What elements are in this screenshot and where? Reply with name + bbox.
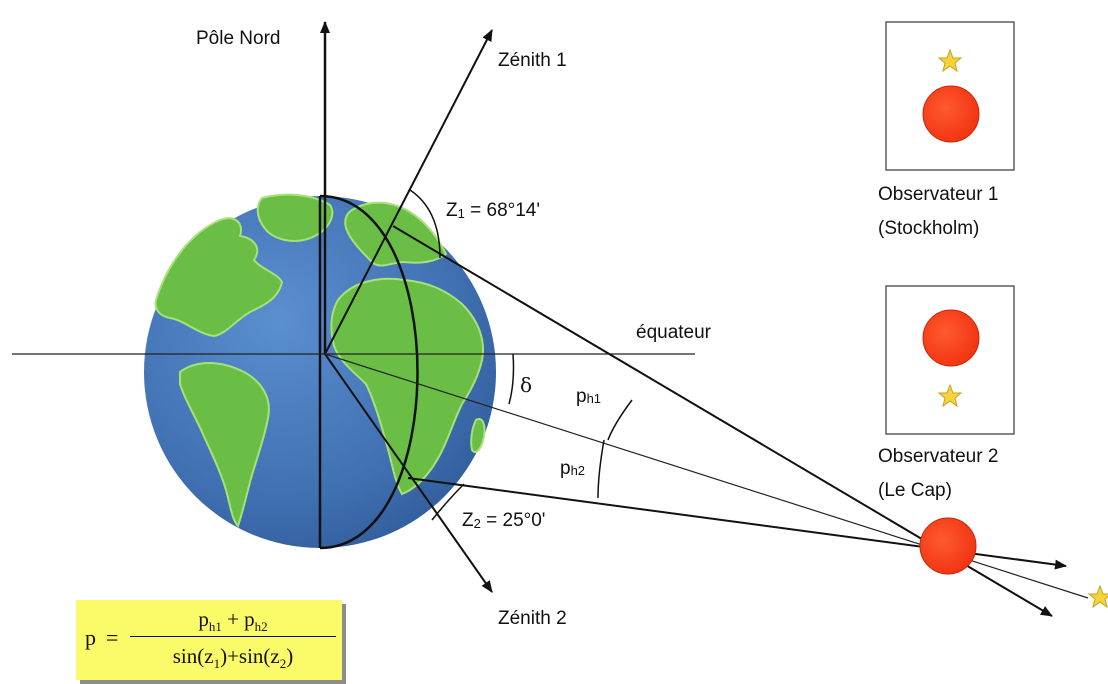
formula-numerator: ph1 + ph2 bbox=[198, 607, 268, 635]
star-icon bbox=[937, 48, 963, 73]
zenith2-label: Zénith 2 bbox=[498, 608, 567, 629]
south-america-landmass bbox=[179, 362, 270, 528]
z2-angle-arc bbox=[431, 483, 465, 521]
star-icon bbox=[1087, 584, 1108, 609]
north-america-landmass bbox=[154, 217, 284, 338]
north-pole-label: Pôle Nord bbox=[196, 28, 281, 49]
ph2-angle-label: ph2 bbox=[560, 458, 585, 479]
formula-fraction-bar bbox=[130, 636, 336, 637]
zenith1-label: Zénith 1 bbox=[498, 50, 567, 71]
equator-label: équateur bbox=[636, 322, 712, 343]
earth-globe bbox=[144, 193, 496, 550]
formula-lhs: p bbox=[85, 625, 96, 650]
ph2-angle-arc bbox=[597, 439, 605, 499]
star-icon bbox=[937, 383, 963, 408]
planet-marker bbox=[922, 85, 980, 143]
africa-landmass bbox=[330, 277, 484, 496]
formula-denominator: sin(z1)+sin(z2) bbox=[172, 644, 294, 672]
meridian-line bbox=[319, 194, 419, 550]
ph1-angle-label: ph1 bbox=[576, 386, 601, 407]
formula-fraction: ph1 + ph2 sin(z1)+sin(z2) bbox=[128, 604, 338, 671]
planet-marker bbox=[919, 517, 977, 575]
formula-equals: = bbox=[106, 625, 119, 650]
delta-angle-label: δ bbox=[520, 373, 532, 397]
observer1-name: Observateur 1 bbox=[878, 184, 998, 205]
z1-angle-label: Z1 = 68°14' bbox=[446, 200, 540, 221]
z2-angle-label: Z2 = 25°0' bbox=[462, 510, 545, 531]
ph1-angle-arc bbox=[607, 399, 633, 441]
parallax-formula: p = ph1 + ph2 sin(z1)+sin(z2) bbox=[76, 600, 342, 680]
delta-angle-arc bbox=[508, 353, 515, 405]
observer1-city: (Stockholm) bbox=[878, 218, 979, 239]
zenith2-line bbox=[324, 353, 493, 593]
planet-marker bbox=[922, 309, 980, 367]
madagascar-landmass bbox=[470, 418, 486, 454]
observer2-name: Observateur 2 bbox=[878, 446, 998, 467]
zenith1-line bbox=[324, 29, 493, 355]
observer2-city: (Le Cap) bbox=[878, 480, 952, 501]
z1-angle-arc bbox=[409, 189, 441, 259]
greenland-landmass bbox=[256, 193, 334, 242]
